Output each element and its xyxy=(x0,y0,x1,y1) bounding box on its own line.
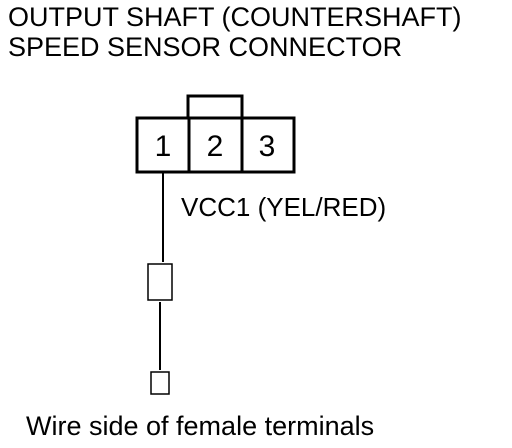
title-line-1: OUTPUT SHAFT (COUNTERSHAFT) xyxy=(8,2,462,32)
diagram-caption: Wire side of female terminals xyxy=(26,411,375,441)
wire-label: VCC1 (YEL/RED) xyxy=(181,192,386,222)
female-terminal-upper xyxy=(147,263,173,301)
connector-lock-tab xyxy=(186,94,244,120)
female-terminal-lower xyxy=(150,371,170,395)
pin-1-label: 1 xyxy=(155,130,172,163)
title-line-2: SPEED SENSOR CONNECTOR xyxy=(8,32,403,62)
diagram-title: OUTPUT SHAFT (COUNTERSHAFT) SPEED SENSOR… xyxy=(8,2,508,62)
pin-2-label: 2 xyxy=(207,130,224,163)
connector-body xyxy=(135,116,296,174)
pin-3-label: 3 xyxy=(259,130,276,163)
